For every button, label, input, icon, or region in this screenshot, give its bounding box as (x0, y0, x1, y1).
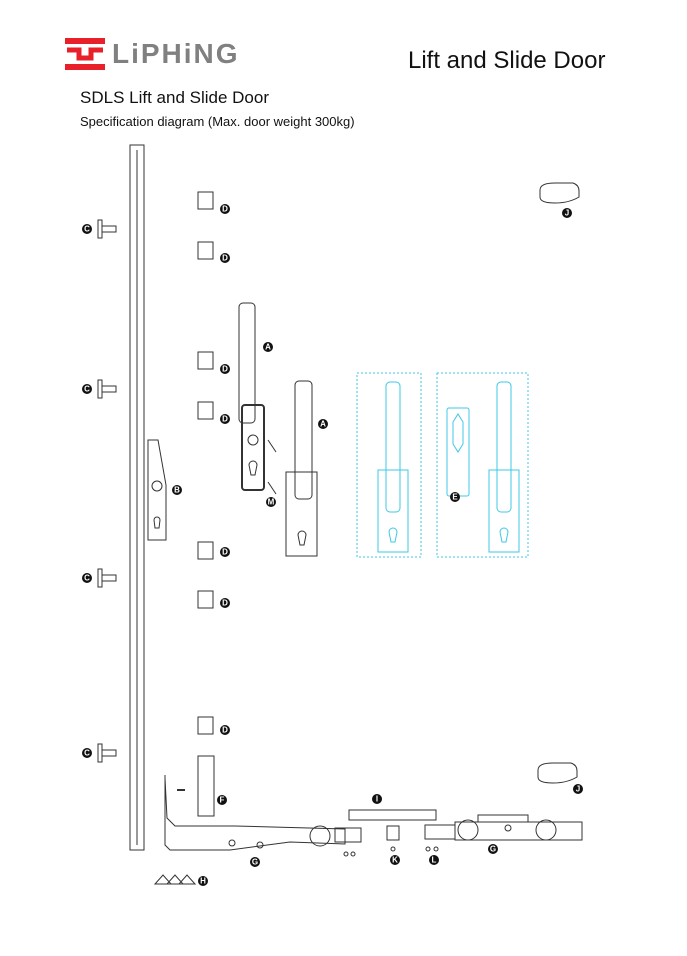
label-d: D (220, 598, 230, 608)
part-labels: C C C C D D D D D D D A A B M E J J F I … (82, 204, 583, 886)
handle-inner (238, 302, 277, 495)
svg-text:L: L (432, 856, 437, 865)
label-g: G (488, 844, 498, 854)
label-d: D (220, 253, 230, 263)
label-g: G (250, 857, 260, 867)
svg-text:D: D (222, 254, 228, 263)
svg-text:C: C (84, 225, 90, 234)
svg-text:D: D (222, 726, 228, 735)
k-part (386, 825, 400, 841)
handle-outer (285, 380, 318, 557)
label-d: D (220, 364, 230, 374)
label-l: L (429, 855, 439, 865)
label-j: J (573, 784, 583, 794)
carriage-left (164, 775, 362, 857)
label-c: C (82, 384, 92, 394)
svg-text:D: D (222, 548, 228, 557)
svg-text:B: B (174, 486, 180, 495)
page-title: Lift and Slide Door (408, 47, 606, 74)
svg-text:G: G (252, 858, 258, 867)
label-a: A (263, 342, 273, 352)
f-block (197, 755, 215, 817)
svg-text:C: C (84, 574, 90, 583)
label-d: D (220, 547, 230, 557)
svg-text:E: E (452, 493, 458, 502)
svg-text:D: D (222, 365, 228, 374)
label-f: F (217, 795, 227, 805)
handle-variants (356, 372, 529, 558)
label-b: B (172, 485, 182, 495)
svg-text:M: M (268, 498, 275, 507)
svg-text:G: G (490, 845, 496, 854)
label-e: E (450, 492, 460, 502)
c-brackets (97, 219, 117, 763)
svg-text:A: A (265, 343, 271, 352)
svg-text:D: D (222, 205, 228, 214)
label-j: J (562, 208, 572, 218)
spec-caption: Specification diagram (Max. door weight … (80, 114, 355, 129)
svg-text:I: I (376, 795, 378, 804)
label-a: A (318, 419, 328, 429)
svg-text:D: D (222, 599, 228, 608)
label-i: I (372, 794, 382, 804)
svg-text:J: J (565, 209, 569, 218)
d-blocks (197, 191, 214, 735)
label-c: C (82, 573, 92, 583)
svg-text:F: F (220, 796, 225, 805)
svg-text:D: D (222, 415, 228, 424)
label-d: D (220, 414, 230, 424)
svg-text:H: H (200, 877, 206, 886)
svg-text:C: C (84, 749, 90, 758)
i-strip (348, 809, 437, 821)
liphing-logo-icon (65, 38, 105, 70)
label-d: D (220, 725, 230, 735)
svg-text:J: J (576, 785, 580, 794)
brand-name: LiPHiNG (112, 38, 240, 69)
end-caps-j (537, 182, 580, 784)
svg-text:A: A (320, 420, 326, 429)
label-d: D (220, 204, 230, 214)
svg-text:K: K (392, 856, 398, 865)
label-c: C (82, 748, 92, 758)
label-c: C (82, 224, 92, 234)
product-title: SDLS Lift and Slide Door (80, 88, 269, 107)
label-m: M (266, 497, 276, 507)
gear-rod (129, 144, 145, 851)
wedges-h (153, 874, 197, 885)
svg-text:C: C (84, 385, 90, 394)
carriage-right (424, 814, 583, 841)
label-k: K (390, 855, 400, 865)
lock-case (147, 439, 167, 541)
label-h: H (198, 876, 208, 886)
